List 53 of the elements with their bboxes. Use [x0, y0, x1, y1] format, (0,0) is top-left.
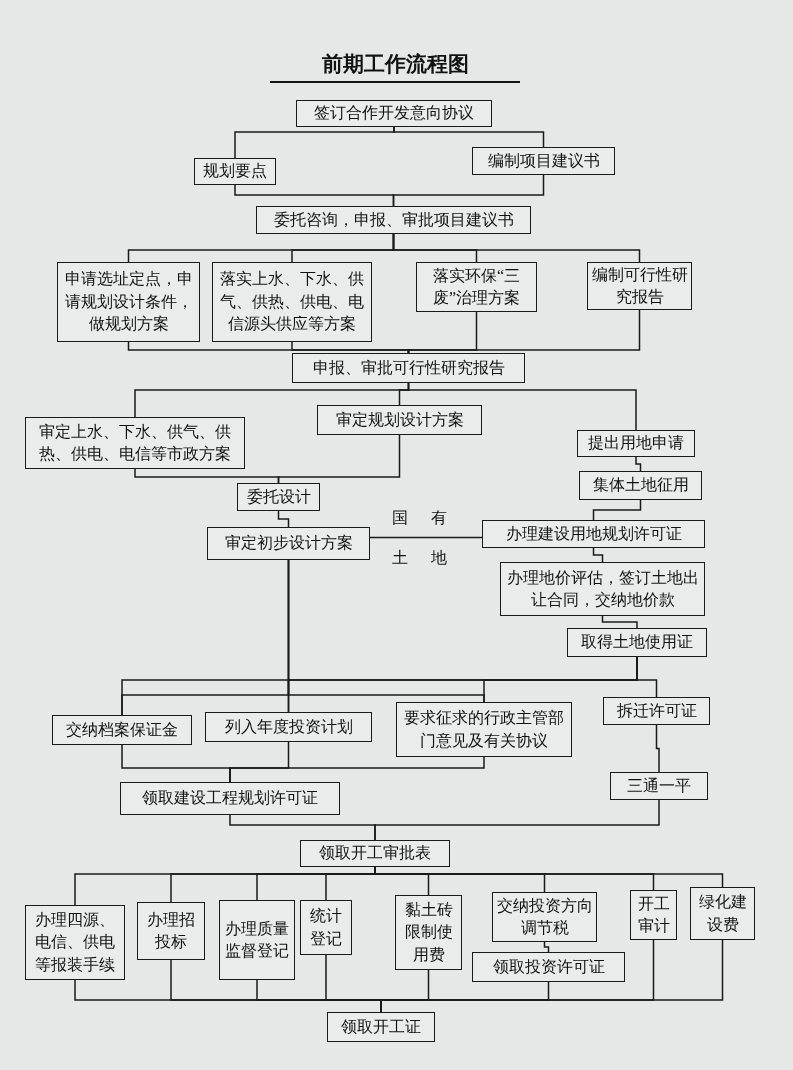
- process-box: 办理质量监督登记: [219, 900, 295, 980]
- process-box: 集体土地征用: [579, 471, 702, 500]
- process-box: 列入年度投资计划: [205, 712, 372, 742]
- process-box: 要求征求的行政主管部门意见及有关协议: [396, 702, 572, 757]
- process-box: 审定初步设计方案: [207, 527, 370, 560]
- process-box: 领取建设工程规划许可证: [120, 782, 340, 815]
- connector-line: [407, 382, 637, 431]
- process-box: 申请选址定点，申请规划设计条件，做规划方案: [57, 262, 200, 342]
- process-box: 提出用地申请: [577, 430, 695, 457]
- process-box: 开工审计: [630, 890, 677, 940]
- connector-line: [592, 499, 642, 521]
- connector-line: [277, 434, 401, 484]
- connector-line: [392, 174, 545, 207]
- connector-line: [407, 309, 641, 354]
- process-box: 领取开工证: [327, 1012, 435, 1042]
- process-box: 审定规划设计方案: [317, 405, 482, 435]
- edge-label: 国有土地: [391, 507, 471, 568]
- connector-line: [635, 456, 642, 472]
- process-box: 委托设计: [237, 483, 320, 511]
- connector-line: [655, 724, 660, 773]
- process-box: 规划要点: [194, 158, 276, 185]
- connector-line: [393, 126, 545, 148]
- connector-line: [392, 233, 641, 263]
- process-box: 落实上水、下水、供气、供热、供电、电信源头供应等方案: [212, 262, 372, 342]
- process-box: 办理地价评估，签订土地出让合同，交纳地价款: [500, 562, 705, 616]
- process-box: 交纳投资方向调节税: [492, 892, 597, 942]
- connector-line: [369, 536, 483, 539]
- process-box: 申报、审批可行性研究报告: [292, 353, 525, 383]
- process-box: 审定上水、下水、供气、供热、供电、电信等市政方案: [25, 417, 245, 469]
- process-box: 办理建设用地规划许可证: [482, 520, 705, 548]
- connector-line: [592, 547, 604, 563]
- process-box: 委托咨询，申报、审批项目建议书: [256, 206, 531, 234]
- connector-line: [291, 341, 410, 354]
- process-box: 领取开工审批表: [300, 840, 450, 867]
- connector-line: [374, 799, 660, 841]
- process-box: 领取投资许可证: [472, 952, 625, 982]
- process-box: 拆迁许可证: [603, 697, 710, 725]
- process-box: 办理四源、电信、供电等报装手续: [25, 905, 125, 980]
- connector-line: [277, 510, 290, 528]
- process-box: 落实环保“三废”治理方案: [416, 262, 537, 312]
- process-box: 黏土砖限制使用费: [395, 895, 462, 970]
- connector-line: [229, 756, 485, 783]
- process-box: 交纳档案保证金: [52, 715, 192, 745]
- process-box: 编制可行性研究报告: [587, 262, 692, 310]
- process-box: 办理招投标: [137, 902, 205, 960]
- connector-line: [601, 615, 638, 629]
- process-box: 签订合作开发意向协议: [296, 100, 492, 127]
- process-box: 编制项目建议书: [472, 147, 615, 175]
- process-box: 统计登记: [300, 900, 352, 955]
- diagram-title: 前期工作流程图: [270, 50, 520, 83]
- process-box: 取得土地使用证: [567, 628, 707, 657]
- process-box: 三通一平: [610, 772, 708, 800]
- process-box: 绿化建设费: [690, 887, 755, 940]
